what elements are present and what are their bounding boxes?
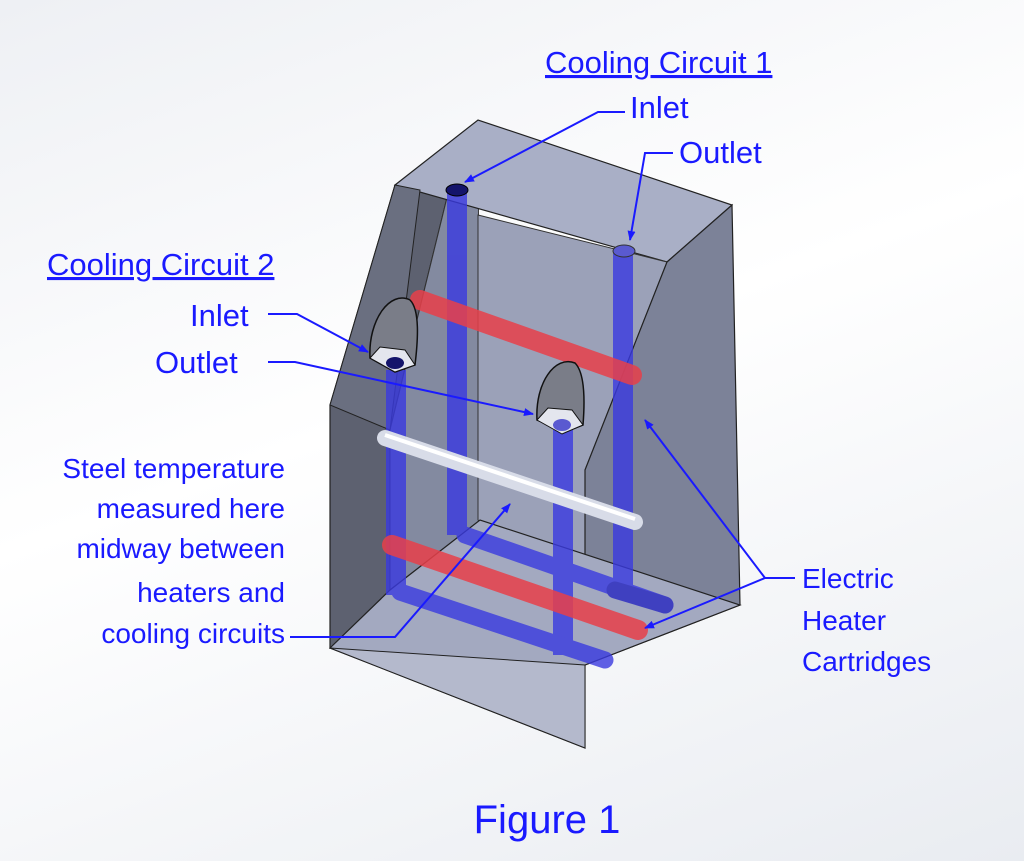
cooling-channel-vertical	[447, 190, 467, 535]
steel-note-line: heaters and	[137, 577, 285, 608]
leader-heater-lower	[644, 577, 766, 629]
leader-circuit2-inlet	[268, 313, 369, 353]
leader-circuit1-outlet	[627, 152, 673, 241]
circuit1-outlet-hole	[612, 244, 636, 258]
circuit2-title: Cooling Circuit 2	[47, 247, 274, 282]
heater-cartridge-lower	[382, 535, 648, 640]
circuit1-outlet-label: Outlet	[679, 135, 762, 170]
cooling-channel-vertical	[553, 430, 573, 655]
circuit2-outlet-label: Outlet	[155, 345, 238, 380]
heater-note-line: Electric	[802, 563, 894, 594]
steel-note-line: measured here	[97, 493, 285, 524]
leader-circuit2-outlet	[268, 361, 534, 416]
steel-temperature-note: Steel temperature measured here midway b…	[62, 453, 285, 649]
heater-note-line: Cartridges	[802, 646, 931, 677]
circuit1-inlet-label: Inlet	[630, 90, 689, 125]
circuit2-outlet-fitting	[536, 360, 585, 435]
figure-caption: Figure 1	[474, 798, 621, 842]
cooling-channel-horizontal	[391, 583, 614, 669]
steel-note-line: Steel temperature	[62, 453, 285, 484]
steel-note-line: midway between	[76, 533, 285, 564]
cooling-channels	[386, 190, 674, 669]
cooling-channel-vertical	[386, 370, 406, 595]
heater-cartridge-upper	[410, 290, 642, 385]
circuit1-title: Cooling Circuit 1	[545, 45, 772, 80]
circuit2-inlet-label: Inlet	[190, 298, 249, 333]
heater-note: Electric Heater Cartridges	[802, 563, 931, 677]
cooling-channel-horizontal	[606, 581, 674, 614]
leader-lines	[268, 111, 795, 638]
cooling-channel-vertical	[613, 252, 633, 597]
circuit2-inlet-fitting	[369, 297, 419, 373]
steel-temperature-rod	[377, 430, 643, 530]
circuit1-inlet-hole	[445, 183, 469, 197]
rod-highlight	[384, 433, 636, 521]
heater-cartridges	[382, 290, 648, 640]
steel-note-line: cooling circuits	[101, 618, 285, 649]
leader-steel-temperature	[290, 503, 511, 638]
block-bottom-front	[329, 647, 586, 749]
leader-circuit1-inlet	[464, 111, 625, 183]
heater-note-line: Heater	[802, 605, 886, 636]
